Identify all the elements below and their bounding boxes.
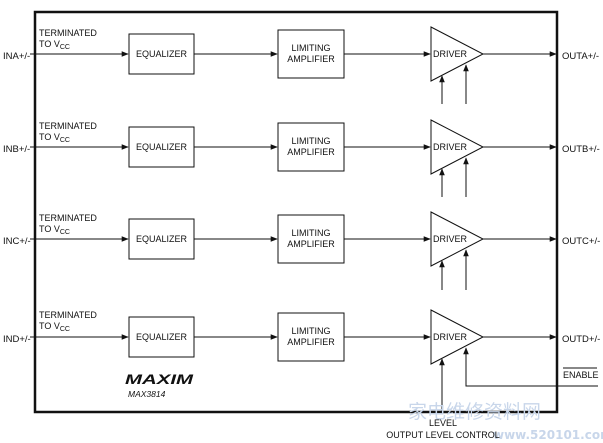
limiting-amplifier-block bbox=[277, 214, 345, 264]
driver-triangle bbox=[430, 26, 485, 82]
equalizer-block bbox=[128, 218, 195, 260]
limiting-label: LIMITING bbox=[291, 326, 330, 336]
enable-pin-wire bbox=[463, 347, 598, 387]
equalizer-block bbox=[128, 316, 195, 358]
watermark-url: www.520101.com bbox=[493, 428, 603, 442]
input-label: INB+/- bbox=[3, 144, 30, 155]
driver-triangle bbox=[430, 309, 485, 365]
output-label: OUTA+/- bbox=[562, 51, 599, 62]
equalizer-label: EQUALIZER bbox=[136, 234, 188, 244]
limiting-label: LIMITING bbox=[291, 228, 330, 238]
terminated-label: TERMINATED bbox=[39, 28, 97, 38]
channel-d: IND+/- TERMINATED TO VCC EQUALIZER LIMIT… bbox=[3, 309, 600, 365]
channel-c: INC+/- TERMINATED TO VCC EQUALIZER LIMIT… bbox=[3, 211, 600, 290]
equalizer-label: EQUALIZER bbox=[136, 332, 188, 342]
input-label: IND+/- bbox=[3, 334, 31, 345]
input-label: INA+/- bbox=[3, 51, 30, 62]
amplifier-label: AMPLIFIER bbox=[287, 147, 335, 157]
output-label: OUTC+/- bbox=[562, 236, 600, 247]
output-level-control-caption: OUTPUT LEVEL CONTROL bbox=[386, 430, 500, 440]
channel-b: INB+/- TERMINATED TO VCC EQUALIZER LIMIT… bbox=[3, 119, 600, 197]
driver-triangle bbox=[430, 119, 485, 175]
output-label: OUTD+/- bbox=[562, 334, 600, 345]
limiting-label: LIMITING bbox=[291, 136, 330, 146]
amplifier-label: AMPLIFIER bbox=[287, 54, 335, 64]
limiting-label: LIMITING bbox=[291, 43, 330, 53]
amplifier-label: AMPLIFIER bbox=[287, 337, 335, 347]
to-vcc-label: TO VCC bbox=[39, 39, 70, 51]
level-pin-label: LEVEL bbox=[429, 418, 457, 428]
limiting-amplifier-block bbox=[277, 312, 345, 362]
output-label: OUTB+/- bbox=[562, 144, 600, 155]
terminated-label: TERMINATED bbox=[39, 213, 97, 223]
part-number: MAX3814 bbox=[128, 389, 166, 399]
equalizer-label: EQUALIZER bbox=[136, 49, 188, 59]
driver-label: DRIVER bbox=[433, 332, 468, 342]
to-vcc-label: TO VCC bbox=[39, 224, 70, 236]
channel-a: INA+/- TERMINATED TO VCC EQUALIZER LIMIT… bbox=[3, 26, 599, 104]
enable-pin-label: ENABLE bbox=[563, 370, 599, 380]
terminated-label: TERMINATED bbox=[39, 121, 97, 131]
watermark-chinese: 家电维修资料网 bbox=[408, 401, 541, 423]
driver-label: DRIVER bbox=[433, 49, 468, 59]
input-label: INC+/- bbox=[3, 236, 31, 247]
driver-triangle bbox=[430, 211, 485, 267]
to-vcc-label: TO VCC bbox=[39, 132, 70, 144]
terminated-label: TERMINATED bbox=[39, 310, 97, 320]
equalizer-label: EQUALIZER bbox=[136, 142, 188, 152]
equalizer-block bbox=[128, 126, 195, 168]
maxim-logo: MAXIM bbox=[125, 371, 193, 387]
chip-outline bbox=[33, 10, 559, 414]
limiting-amplifier-block bbox=[277, 122, 345, 172]
equalizer-block bbox=[128, 33, 195, 75]
to-vcc-label: TO VCC bbox=[39, 321, 70, 333]
driver-label: DRIVER bbox=[433, 142, 468, 152]
driver-label: DRIVER bbox=[433, 234, 468, 244]
amplifier-label: AMPLIFIER bbox=[287, 239, 335, 249]
